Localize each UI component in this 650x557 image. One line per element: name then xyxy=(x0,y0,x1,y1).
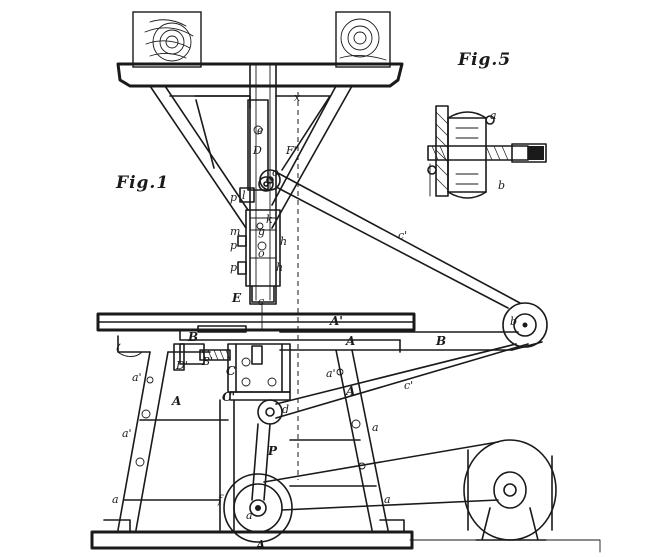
label-C2: C' xyxy=(222,390,236,404)
label-x: x xyxy=(294,91,301,104)
fig5-label-a: a xyxy=(490,109,497,122)
label-D1: D' xyxy=(176,359,188,372)
label-p1: p xyxy=(230,191,238,204)
label-A1: A' xyxy=(330,314,343,328)
label-o2: o xyxy=(258,247,265,260)
left-wood-block xyxy=(132,11,202,68)
lower-mechanism xyxy=(227,343,291,425)
label-c3: c' xyxy=(404,379,414,392)
label-d: d xyxy=(282,403,290,416)
fig5-title: Fig.5 xyxy=(458,50,512,70)
label-a3: a xyxy=(372,421,379,434)
label-F1: F' xyxy=(286,144,297,157)
label-k: k xyxy=(266,213,273,226)
upper-pulley xyxy=(259,169,281,191)
left-legs xyxy=(117,351,235,531)
label-c1: c xyxy=(258,295,265,308)
label-m: m xyxy=(230,225,241,238)
label-h2: h xyxy=(276,261,284,274)
label-a6: a xyxy=(384,493,391,506)
label-e: e xyxy=(257,124,264,137)
label-a2: a' xyxy=(122,427,132,440)
label-f: f xyxy=(218,493,223,506)
label-a7: a xyxy=(246,509,253,522)
needle-column xyxy=(237,63,281,331)
fig1-machine xyxy=(90,11,601,553)
label-g: g xyxy=(258,225,266,238)
label-a1: a' xyxy=(132,371,142,384)
table-top xyxy=(96,312,416,341)
label-c2: c' xyxy=(398,229,408,242)
label-p2: p xyxy=(230,239,238,252)
label-E: E xyxy=(232,291,242,305)
belt-lower-1 xyxy=(275,343,517,405)
label-B2: B xyxy=(188,330,199,344)
label-a4: a' xyxy=(326,367,336,380)
label-o: o xyxy=(272,166,279,179)
right-legs xyxy=(289,349,389,531)
right-wood-block xyxy=(335,11,391,68)
connecting-rod xyxy=(251,423,271,501)
fig5-detail xyxy=(427,105,547,199)
label-C: C xyxy=(226,364,236,378)
label-h1: h xyxy=(280,235,288,248)
label-A2: A xyxy=(346,334,356,348)
base xyxy=(90,519,601,553)
label-l: l xyxy=(242,189,246,202)
label-A4: A xyxy=(346,384,356,398)
power-wheel xyxy=(463,439,557,541)
fig1-title: Fig.1 xyxy=(116,173,170,193)
belt-lower-2 xyxy=(275,343,529,419)
label-P: P xyxy=(268,444,278,458)
label-b1: b xyxy=(510,315,518,328)
label-B1: B xyxy=(436,334,447,348)
label-p3: p xyxy=(230,261,238,274)
label-a5: a xyxy=(112,493,119,506)
label-D: D xyxy=(253,144,262,157)
fig5-label-b: b xyxy=(498,179,506,192)
belt-upper xyxy=(275,171,521,309)
label-B3: B' xyxy=(202,355,214,368)
belt-lower-3 xyxy=(263,441,499,511)
arm-B xyxy=(279,302,548,353)
hanging-frame xyxy=(116,62,404,480)
label-A3: A xyxy=(172,394,182,408)
table-left-bracket xyxy=(116,335,231,371)
label-A5: A xyxy=(256,538,266,552)
